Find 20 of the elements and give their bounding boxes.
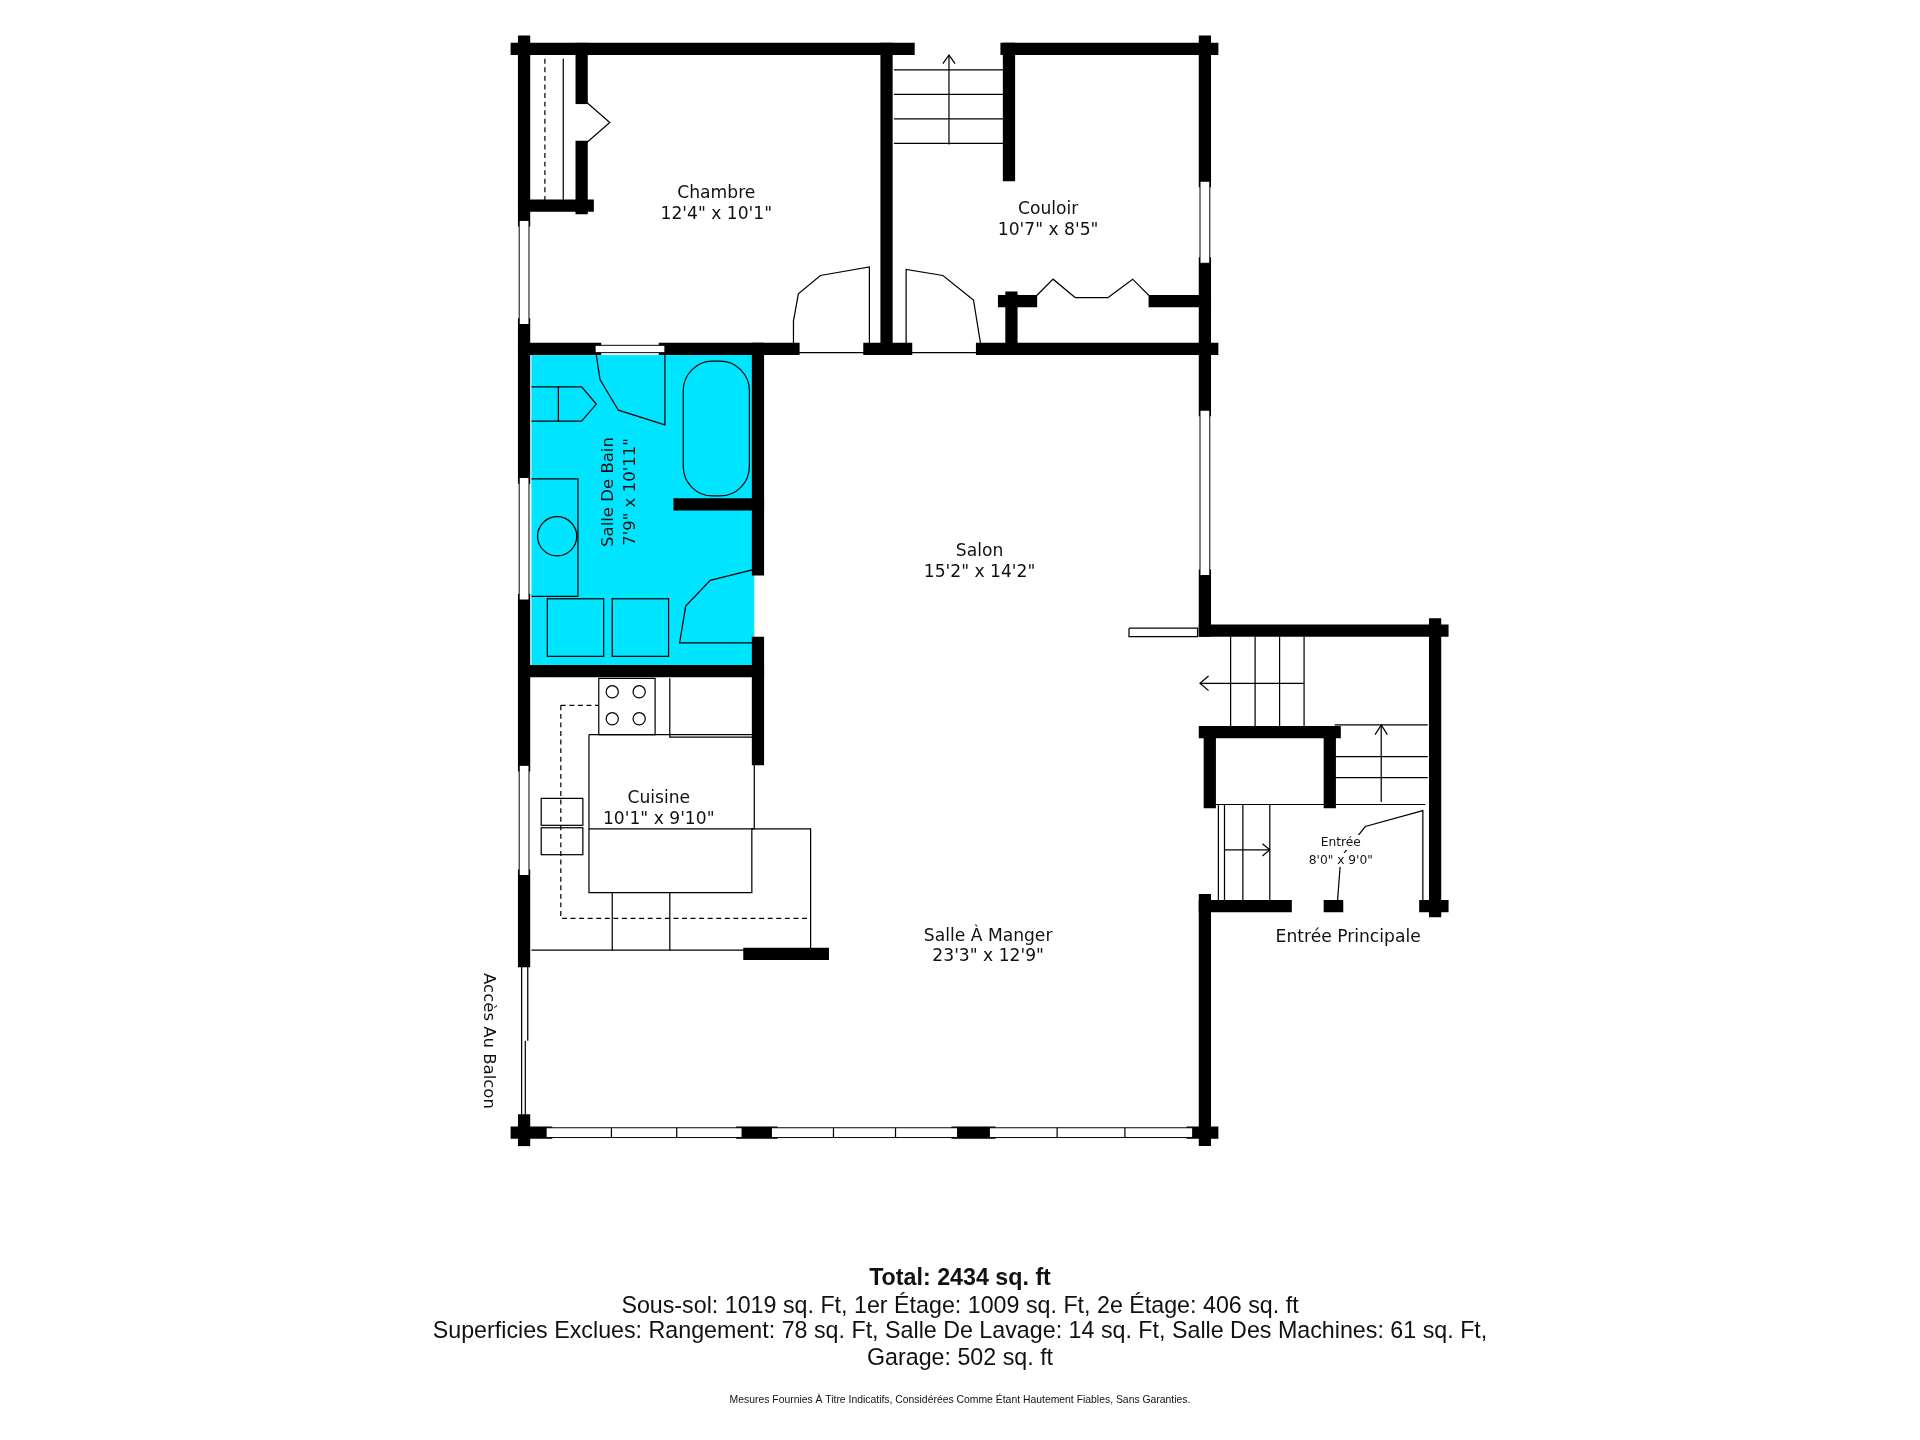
- room-dimensions: 8'0" x 9'0": [1308, 852, 1373, 867]
- area-summary-text: Superficies Exclues: Rangement: 78 sq. Ft, Salle De Lavage: 14 sq. Ft, Salle Des Machines: 61 sq. Ft, Garage: 502 sq. ft: [431, 1317, 1489, 1372]
- room-name: Couloir: [1018, 199, 1079, 220]
- room-name: Cuisine: [627, 788, 691, 809]
- room-dimensions: 7'9" x 10'11": [619, 438, 639, 547]
- room-dimensions: 10'7" x 8'5": [997, 220, 1099, 241]
- room-name: Salle De Bain: [597, 437, 617, 548]
- area-summary-text: Mesures Fournies À Titre Indicatifs, Considérées Comme Étant Hautement Fiables, Sans Garanties.: [729, 1393, 1191, 1406]
- room-dimensions: 23'3" x 12'9": [932, 946, 1044, 967]
- room-name: Accès Au Balcon: [479, 972, 499, 1109]
- room-name: Entrée: [1320, 835, 1361, 850]
- area-summary-text: Sous-sol: 1019 sq. Ft, 1er Étage: 1009 sq. Ft, 2e Étage: 406 sq. ft: [621, 1291, 1299, 1319]
- room-dimensions: 12'4" x 10'1": [660, 204, 773, 225]
- area-summary-text: Total: 2434 sq. ft: [869, 1263, 1051, 1291]
- room-name: Entrée Principale: [1275, 926, 1421, 947]
- room-dimensions: 10'1" x 9'10": [603, 809, 715, 829]
- room-name: Salle À Manger: [923, 925, 1053, 946]
- room-name: Salon: [955, 541, 1004, 561]
- room-dimensions: 15'2" x 14'2": [923, 562, 1036, 582]
- room-name: Chambre: [677, 183, 756, 204]
